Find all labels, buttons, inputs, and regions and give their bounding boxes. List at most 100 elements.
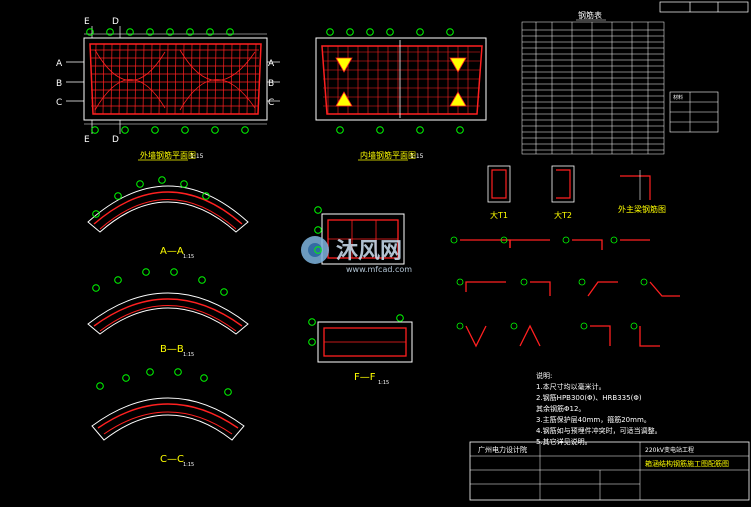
bar-schedule-title: 钢筋表 bbox=[578, 10, 602, 20]
callout-bubble bbox=[456, 126, 464, 134]
section-cc-label: C—C bbox=[160, 454, 184, 465]
bar-shape-tag bbox=[562, 236, 570, 244]
callout-bubble bbox=[202, 192, 210, 200]
bar-shape-tag bbox=[630, 322, 638, 330]
rebar-line bbox=[166, 43, 169, 115]
callout-bubble bbox=[314, 206, 322, 214]
bar-shape-tag bbox=[500, 236, 508, 244]
note-line-1: 1.本尺寸均以毫米计。 bbox=[536, 382, 606, 391]
note-line-4: 3.主筋保护层40mm，箍筋20mm。 bbox=[536, 415, 651, 424]
rebar-line bbox=[214, 43, 217, 115]
callout-bubble bbox=[308, 338, 316, 346]
rebar-callouts bbox=[86, 28, 464, 396]
bar-shape-line bbox=[572, 239, 603, 250]
section-ee bbox=[321, 213, 405, 265]
callout-bubble bbox=[166, 28, 174, 36]
callout-bubble bbox=[126, 28, 134, 36]
section-ff: F—F 1:15 bbox=[317, 321, 413, 386]
callout-bubble bbox=[122, 374, 130, 382]
section-mark-d-bottom: D bbox=[112, 135, 119, 145]
rebar-line bbox=[246, 43, 249, 115]
callout-bubble bbox=[241, 126, 249, 134]
callout-bubble bbox=[114, 276, 122, 284]
bar-shape-tag bbox=[510, 322, 518, 330]
detail-t2: 大T2 bbox=[551, 165, 575, 220]
detail-outer-beam-label: 外主梁钢筋图 bbox=[618, 204, 666, 214]
section-cc: C—C 1:15 bbox=[91, 397, 245, 468]
callout-bubble bbox=[142, 268, 150, 276]
title-block-project: 220kV变电站工程 bbox=[645, 446, 694, 454]
callout-bubble bbox=[186, 28, 194, 36]
note-line-2: 2.钢筋HPB300(Φ)、HRB335(Φ) bbox=[536, 393, 642, 402]
bar-shape bbox=[640, 278, 680, 297]
bar-shape bbox=[456, 278, 506, 292]
top-right-frame bbox=[659, 1, 749, 13]
bar-shape-line bbox=[530, 281, 551, 296]
bar-shape-line bbox=[590, 325, 611, 346]
callout-bubble bbox=[106, 28, 114, 36]
detail-t1-label: 大T1 bbox=[490, 210, 508, 220]
section-mark-d-top: D bbox=[112, 17, 119, 27]
watermark: 沐风网 www.mfcad.com bbox=[301, 236, 412, 274]
bar-schedule: 钢筋表 材料 bbox=[521, 10, 719, 155]
callout-bubble bbox=[158, 176, 166, 184]
section-ff-label: F—F bbox=[354, 372, 376, 383]
callout-bubble bbox=[151, 126, 159, 134]
section-mark-b-left: B bbox=[56, 79, 62, 89]
bar-shape bbox=[562, 236, 603, 250]
callout-bubble bbox=[224, 388, 232, 396]
notes: 说明: 1.本尺寸均以毫米计。 2.钢筋HPB300(Φ)、HRB335(Φ) … bbox=[536, 371, 662, 446]
section-mark-c-right: C bbox=[268, 98, 274, 108]
section-mark-a-right: A bbox=[268, 59, 275, 69]
watermark-url: www.mfcad.com bbox=[346, 265, 412, 274]
schedule-frame bbox=[521, 21, 665, 155]
bar-shape-line bbox=[465, 325, 487, 348]
callout-bubble bbox=[198, 276, 206, 284]
callout-bubble bbox=[114, 192, 122, 200]
bar-shape-tag bbox=[580, 322, 588, 330]
callout-bubble bbox=[314, 226, 322, 234]
rebar-line bbox=[94, 43, 97, 115]
plan-left: A B C D E A B C D E 外墙钢筋平面图 1:15 bbox=[56, 17, 280, 161]
callout-bubble bbox=[174, 368, 182, 376]
callout-bubble bbox=[376, 126, 384, 134]
callout-bubble bbox=[326, 28, 334, 36]
section-mark-e-top: E bbox=[84, 17, 90, 27]
note-line-6: 5.其它详见说明。 bbox=[536, 437, 592, 446]
bar-shape-tag bbox=[578, 278, 586, 286]
callout-bubble bbox=[146, 28, 154, 36]
rebar-line bbox=[150, 43, 153, 115]
callout-bubble bbox=[121, 126, 129, 134]
notes-heading: 说明: bbox=[536, 371, 552, 380]
rebar-line bbox=[110, 43, 113, 115]
callout-bubble bbox=[416, 28, 424, 36]
plan-left-scale: 1:15 bbox=[190, 153, 204, 160]
plan-left-title: 外墙钢筋平面图 bbox=[140, 150, 196, 160]
bar-shape-line bbox=[649, 281, 680, 297]
plan-right-title: 内墙钢筋平面图 bbox=[360, 150, 416, 160]
bar-shape bbox=[630, 322, 660, 347]
bar-shape-line bbox=[460, 239, 511, 248]
callout-bubble bbox=[206, 28, 214, 36]
bar-shape-line bbox=[639, 326, 660, 347]
plan-right: 内墙钢筋平面图 1:15 bbox=[315, 37, 487, 161]
bar-shape bbox=[510, 322, 541, 347]
bar-shape bbox=[456, 322, 487, 348]
callout-bubble bbox=[446, 28, 454, 36]
callout-bubble bbox=[336, 126, 344, 134]
rebar-line bbox=[254, 43, 257, 115]
note-line-5: 4.钢筋如与预埋件冲突时，可适当调整。 bbox=[536, 426, 662, 435]
section-mark-e-bottom: E bbox=[84, 135, 90, 145]
rebar-line bbox=[238, 43, 241, 115]
note-line-3: 其余钢筋Φ12。 bbox=[536, 404, 585, 413]
bar-shape-sketches bbox=[450, 236, 680, 348]
bar-shape bbox=[578, 278, 618, 297]
bar-shape-line bbox=[465, 281, 506, 292]
callout-bubble bbox=[308, 318, 316, 326]
bar-shape-tag bbox=[456, 322, 464, 330]
section-ff-scale: 1:15 bbox=[378, 380, 389, 386]
callout-bubble bbox=[211, 126, 219, 134]
detail-outer-beam: 外主梁钢筋图 bbox=[618, 170, 666, 214]
section-bb-label: B—B bbox=[160, 344, 184, 355]
